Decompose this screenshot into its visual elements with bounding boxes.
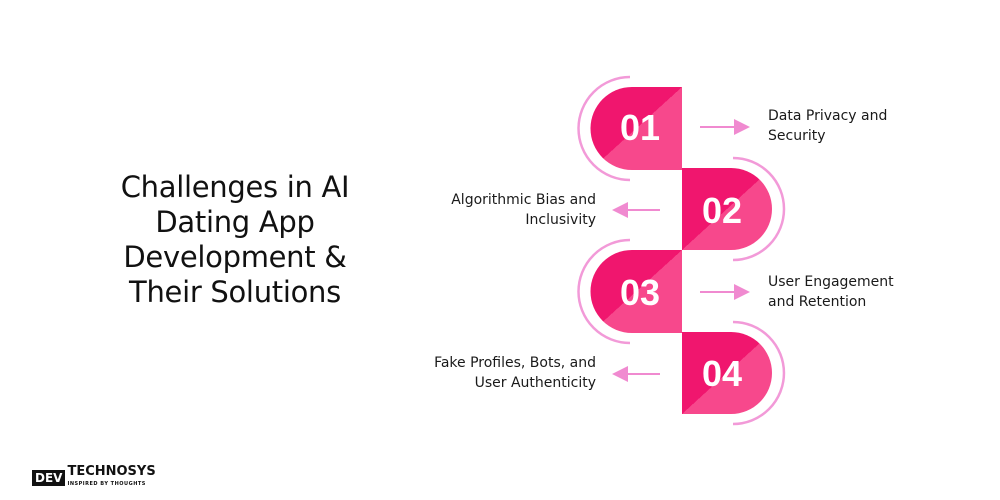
step-label-01: Data Privacy and Security	[768, 108, 888, 144]
step-tile-02	[612, 156, 786, 262]
step-label-03: User Engagement and Retention	[768, 274, 894, 310]
step-tile-04	[612, 320, 786, 426]
step-number-04: 04	[702, 353, 742, 394]
step-label-04: Fake Profiles, Bots, and User Authentici…	[434, 355, 596, 391]
page-title: Challenges in AI Dating App Development …	[120, 170, 350, 309]
step-tile-03	[577, 238, 750, 345]
step-number-02: 02	[702, 190, 742, 231]
step-number-01: 01	[620, 107, 660, 148]
step-tile-01	[577, 75, 750, 182]
step-label-02: Algorithmic Bias and Inclusivity	[451, 192, 596, 228]
step-number-03: 03	[620, 272, 660, 313]
